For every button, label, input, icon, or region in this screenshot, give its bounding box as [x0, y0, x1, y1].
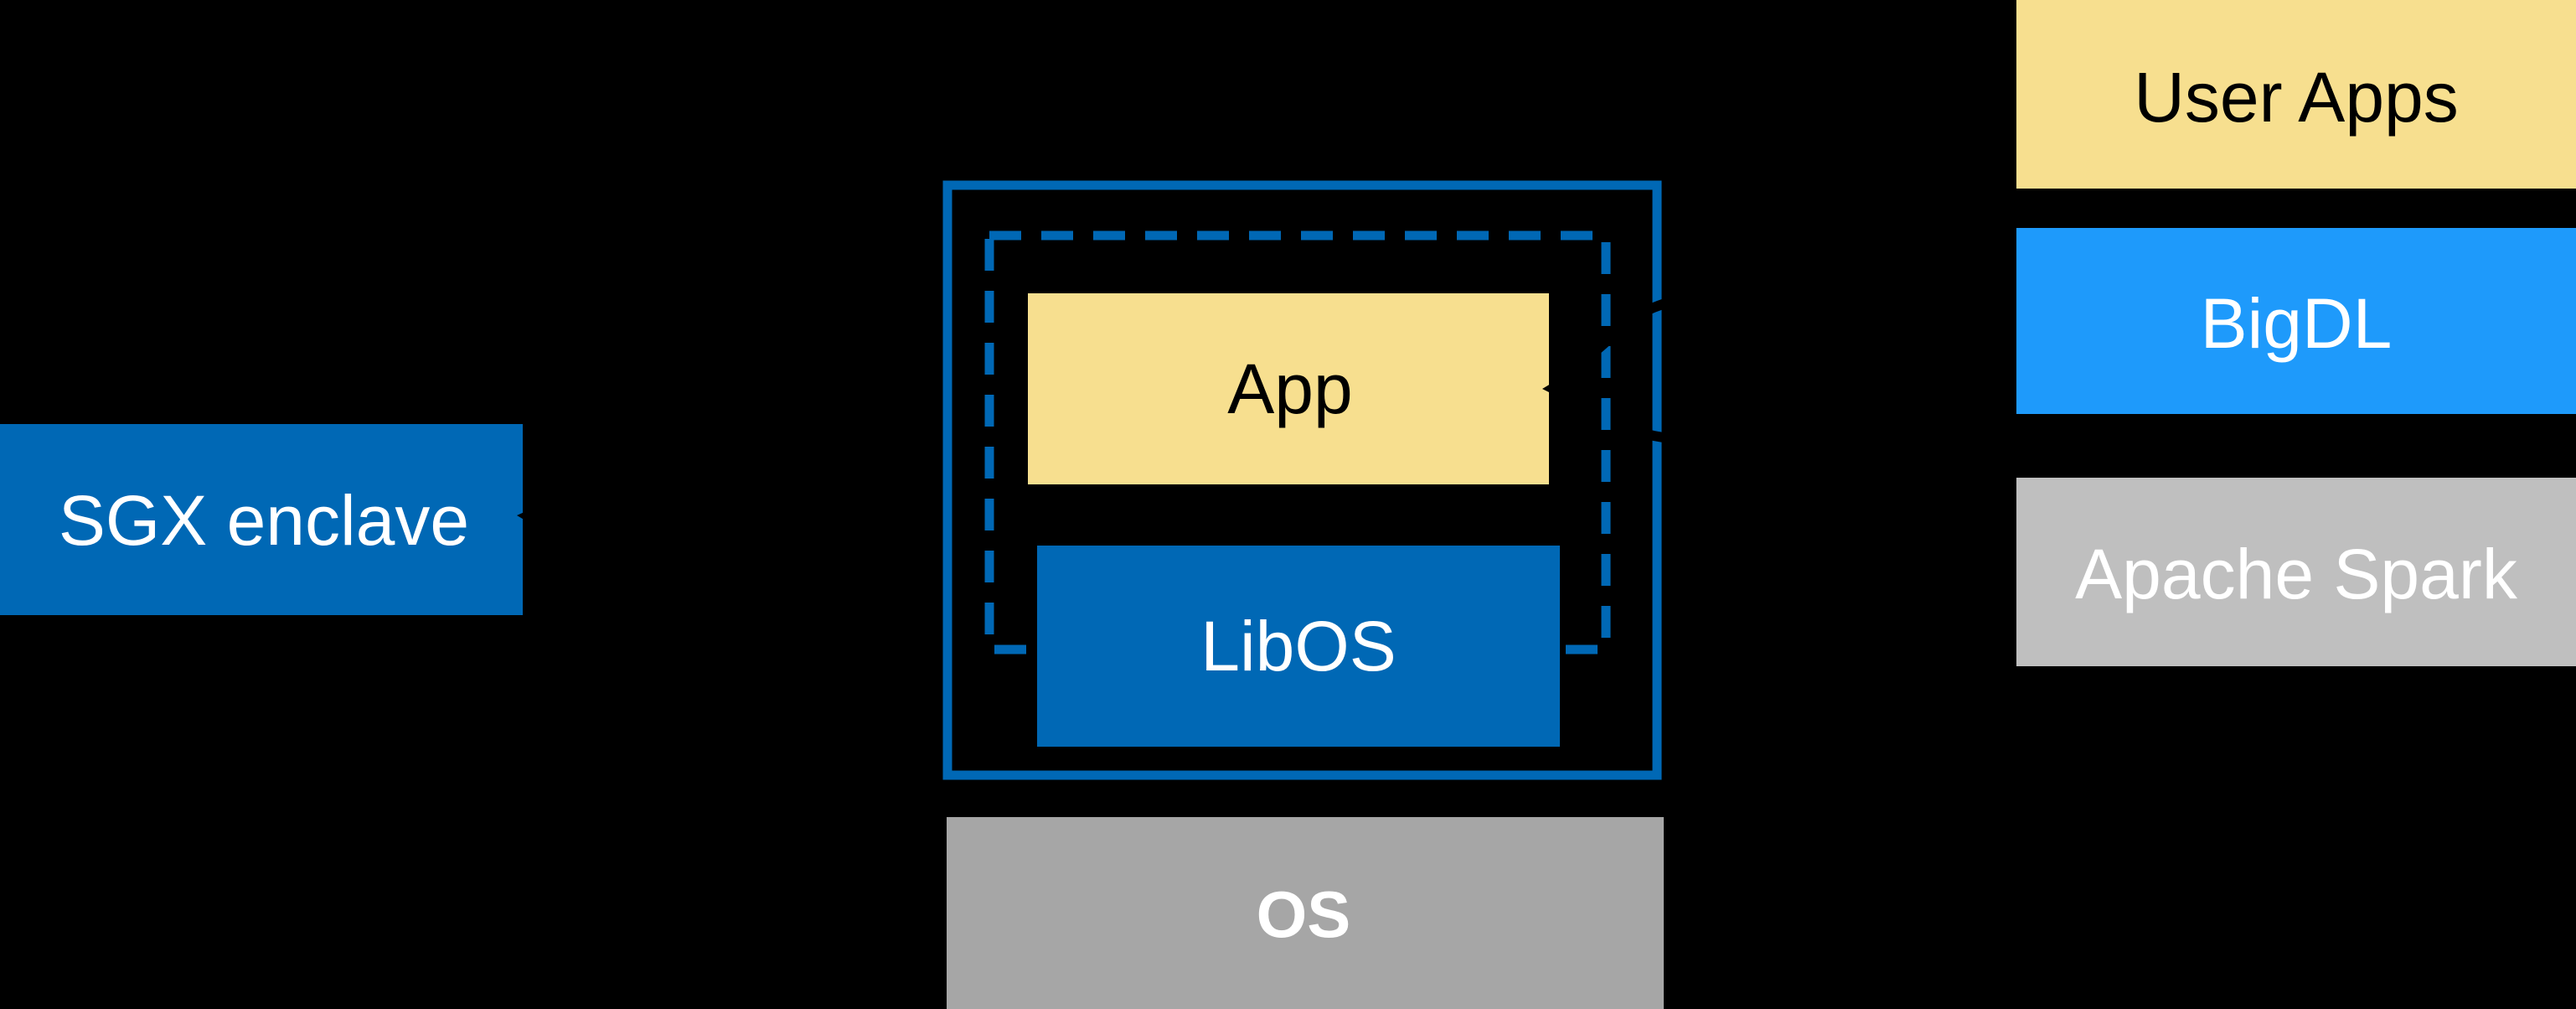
- arrow-to-app-head: [1542, 371, 1572, 401]
- bigdl-label: BigDL: [2201, 284, 2393, 363]
- app-box: [1028, 293, 1549, 484]
- os-label: OS: [1257, 877, 1351, 951]
- sgx-enclave-label: SGX enclave: [59, 481, 469, 560]
- app-label: App: [1227, 349, 1352, 428]
- os-box: [947, 817, 1664, 1009]
- user-apps-label: User Apps: [2134, 58, 2459, 137]
- libos-label: LibOS: [1200, 607, 1396, 686]
- arrow-into-enclave-line: [1624, 419, 2011, 474]
- sgx-enclave-box: [0, 424, 523, 615]
- apache-spark-label: Apache Spark: [2075, 535, 2518, 613]
- libos-box: [1037, 546, 1560, 747]
- arrow-to-sgx-head: [517, 502, 547, 531]
- bigdl-box: [2016, 228, 2576, 414]
- arrow-to-app-line: [1552, 267, 2011, 389]
- apache-spark-box: [2016, 478, 2576, 666]
- user-apps-box: [2016, 0, 2576, 189]
- connector-arrows: [517, 267, 2011, 644]
- arrow-to-sgx-line: [538, 514, 890, 644]
- enclave-solid-border: [942, 180, 1662, 780]
